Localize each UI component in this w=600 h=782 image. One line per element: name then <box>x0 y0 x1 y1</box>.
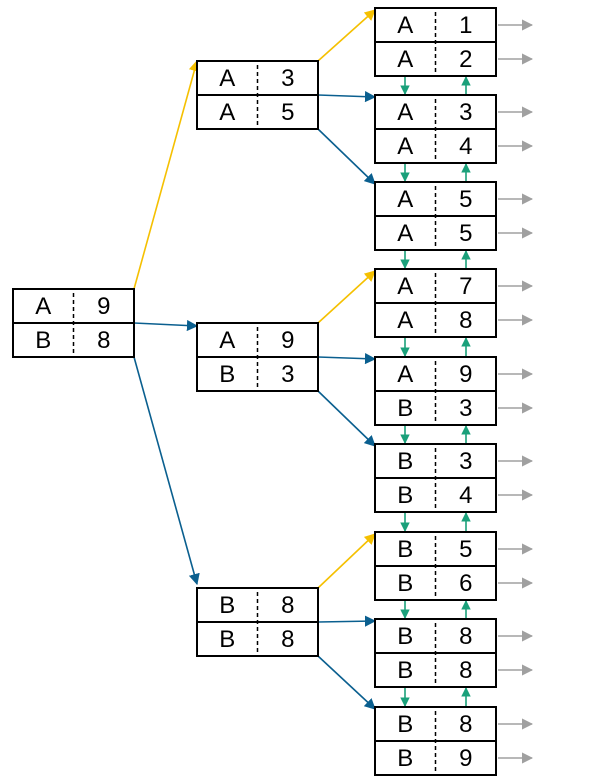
value-cell: 8 <box>459 657 472 684</box>
value-cell: 3 <box>459 448 472 475</box>
root-node: A 9B 8 <box>12 288 135 358</box>
key-cell: A <box>219 65 235 92</box>
value-cell: 3 <box>281 65 294 92</box>
key-cell: A <box>397 12 413 39</box>
value-cell: 5 <box>459 536 472 563</box>
key-cell: A <box>397 361 413 388</box>
value-cell: 9 <box>459 361 472 388</box>
key-cell: A <box>397 186 413 213</box>
key-cell: A <box>397 307 413 334</box>
key-cell: B <box>397 536 413 563</box>
root-to-index-1-arrow <box>133 59 200 290</box>
key-cell: B <box>397 395 413 422</box>
root-to-index-3-arrow <box>133 356 200 586</box>
key-cell: B <box>397 745 413 772</box>
value-cell: 9 <box>459 745 472 772</box>
value-cell: 8 <box>97 327 110 354</box>
value-cell: 5 <box>459 186 472 213</box>
key-cell: A <box>397 46 413 73</box>
key-cell: A <box>397 133 413 160</box>
index-3-to-leaf-arrow <box>317 533 376 589</box>
key-cell: B <box>219 626 235 653</box>
root-to-index-2-arrow <box>133 319 199 332</box>
index-node-2: A 9B 3 <box>196 322 319 392</box>
key-cell: A <box>397 273 413 300</box>
value-cell: 5 <box>459 220 472 247</box>
value-cell: 8 <box>459 711 472 738</box>
index-2-to-leaf-arrow <box>317 353 377 365</box>
value-cell: 3 <box>281 361 294 388</box>
key-cell: B <box>397 657 413 684</box>
value-cell: 2 <box>459 46 472 73</box>
value-cell: 4 <box>459 133 472 160</box>
key-cell: B <box>397 570 413 597</box>
key-cell: B <box>397 711 413 738</box>
value-cell: 7 <box>459 273 472 300</box>
edges <box>133 9 534 764</box>
value-cell: 8 <box>281 626 294 653</box>
value-cell: 8 <box>281 592 294 619</box>
index-3-to-leaf-arrow <box>317 655 376 710</box>
value-cell: 4 <box>459 482 472 509</box>
leaf-node-5: A 9B 3 <box>374 356 497 426</box>
key-cell: A <box>397 99 413 126</box>
key-cell: B <box>397 448 413 475</box>
value-cell: 1 <box>459 12 472 39</box>
value-cell: 9 <box>97 293 110 320</box>
key-cell: B <box>397 623 413 650</box>
value-cell: 5 <box>281 99 294 126</box>
value-cell: 8 <box>459 307 472 334</box>
key-cell: B <box>219 361 235 388</box>
value-cell: 6 <box>459 570 472 597</box>
key-cell: B <box>397 482 413 509</box>
key-cell: A <box>397 220 413 247</box>
index-1-to-leaf-arrow <box>317 128 376 185</box>
key-cell: A <box>219 99 235 126</box>
value-cell: 3 <box>459 395 472 422</box>
value-cell: 8 <box>459 623 472 650</box>
key-cell: B <box>35 327 51 354</box>
index-2-to-leaf-arrow <box>317 270 376 324</box>
index-3-to-leaf-arrow <box>317 615 377 627</box>
index-2-to-leaf-arrow <box>317 390 376 447</box>
value-cell: 9 <box>281 327 294 354</box>
key-cell: A <box>219 327 235 354</box>
value-cell: 3 <box>459 99 472 126</box>
key-cell: B <box>219 592 235 619</box>
index-1-to-leaf-arrow <box>317 91 377 103</box>
key-cell: A <box>35 293 51 320</box>
index-1-to-leaf-arrow <box>317 9 376 62</box>
